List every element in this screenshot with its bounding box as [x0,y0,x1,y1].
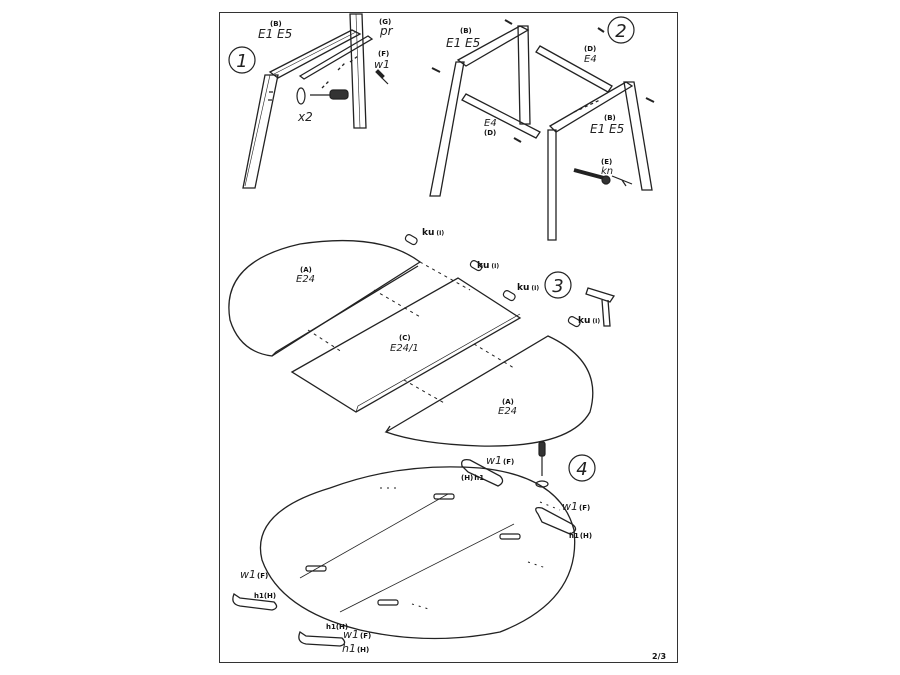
s4-hinge-part-5: (H) [357,646,369,654]
step2-beam-front-code: E4 [484,118,497,129]
leaf-right [384,335,594,447]
svg-text:ku(I): ku(I) [477,261,499,271]
screwdriver-icon [296,87,349,105]
step2-leg-right-code: E1 E5 [590,122,624,136]
step2-beam-front-part: (D) [484,129,496,137]
step1-rail-part: (G) [379,18,391,26]
s4-screw-code-3: w1 [240,568,256,581]
s4-hinge-code-1: h1 [474,474,484,482]
svg-text:w1(F): w1(F) [240,568,268,581]
step-1-number: 1 [236,51,247,72]
hinge-brackets-loose [232,458,577,647]
s4-hinge-code-4: h1 [326,623,336,631]
svg-text:w1(F): w1(F) [343,628,371,641]
step1-leg-part: (B) [270,20,282,28]
table-top-assembled [259,466,576,640]
s4-screw-part-1: (F) [503,458,514,466]
svg-text:w1(F): w1(F) [486,454,514,467]
svg-text:ku(I): ku(I) [517,283,539,293]
step-2-dowels [431,19,655,143]
step-3-number: 3 [552,276,563,297]
s4-screw-part-2: (F) [579,504,590,512]
dowel-part-2: (I) [491,263,499,270]
svg-text:h1(H): h1(H) [342,642,369,655]
s4-screw-code-2: w1 [562,500,578,513]
hammer-icon [585,287,616,327]
step2-beam-top-part: (D) [584,45,596,53]
leaf-mid-code: E24/1 [390,343,419,354]
dowel-label-1: ku [422,228,434,238]
step2-bolt-part: (E) [601,158,612,166]
screwdriver-icon-step4 [535,441,549,488]
s4-hinge-part-1: (H) [461,474,473,482]
page-number: 2/3 [652,652,666,661]
s4-hinge-code-2: h1 [569,532,579,540]
dowel-label-3: ku [517,283,529,293]
step2-leg-right-part: (B) [604,114,616,122]
s4-hinge-part-3: (H) [264,592,276,600]
s4-screw-code-1: w1 [486,454,502,467]
svg-text:(H)h1: (H)h1 [461,474,484,482]
instruction-sheet [219,12,678,663]
s4-screw-part-4: (F) [360,632,371,640]
step1-screw-code: w1 [374,58,390,71]
leaf-right-part: (A) [502,398,514,406]
step-2-number: 2 [615,21,626,42]
svg-text:ku(I): ku(I) [578,316,600,326]
svg-text:h1(H): h1(H) [569,532,592,540]
leaf-dashes [307,261,515,405]
step2-bolt-code: kn [601,166,613,177]
dowel-label-2: ku [477,261,489,271]
leaf-left-code: E24 [296,274,315,285]
step-1-leg-frame [242,13,374,189]
leaf-mid-part: (C) [399,334,411,342]
leaf-middle [290,277,522,413]
svg-text:h1(H): h1(H) [326,623,348,631]
s4-hinge-code-3: h1 [254,592,264,600]
dowel-label-4: ku [578,316,590,326]
step1-leg-code: E1 E5 [258,27,292,41]
table-top-dashes [380,487,561,611]
dowel-part-3: (I) [531,285,539,292]
step1-rail-code: pr [379,24,394,38]
svg-text:h1(H): h1(H) [254,592,276,600]
dowels-ku [404,234,581,328]
s4-screw-part-3: (F) [257,572,268,580]
dowel-part-1: (I) [436,230,444,237]
step-2-frame [429,25,653,241]
bolt-icon [573,168,633,187]
step2-beam-top-code: E4 [584,54,597,65]
svg-text:ku(I): ku(I) [422,228,444,238]
dowel-part-4: (I) [592,318,600,325]
step1-screw-part: (F) [378,50,389,58]
step-1-screws [375,69,389,85]
s4-hinge-part-2: (H) [580,532,592,540]
step1-multiplier: x2 [297,110,313,124]
s4-screw-code-4: w1 [343,628,359,641]
svg-text:w1(F): w1(F) [562,500,590,513]
s4-hinge-part-4: (H) [336,623,348,631]
step2-leg-left-part: (B) [460,27,472,35]
leaf-left-part: (A) [300,266,312,274]
brackets-installed [305,493,521,606]
s4-hinge-code-5: h1 [342,642,356,655]
leaf-right-code: E24 [498,406,517,417]
step-4-number: 4 [576,459,587,480]
leaf-left [228,239,422,357]
step2-leg-left-code: E1 E5 [446,36,480,50]
